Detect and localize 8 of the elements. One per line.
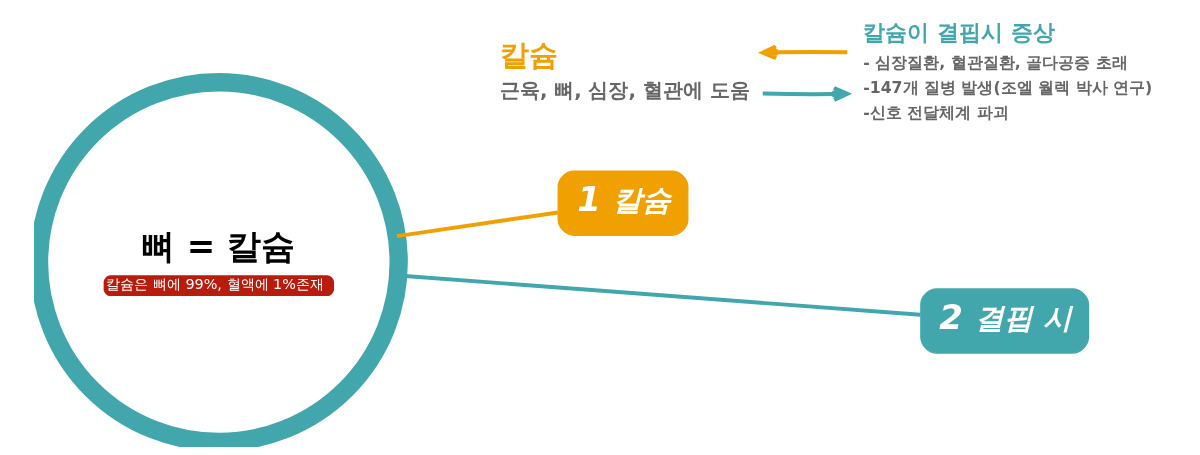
node-text: 칼슘이 결핍시 증상 - 심장질환, 혈관질환, 골다공증 초래 -147개 질병 발생(조엘 월렉 박사 연구) -신호 전달체계 파괴 bbox=[862, 19, 1152, 122]
node-circle: 뼈 = 칼슘 칼슘은 뼈에 99%, 혈액에 1%존재 bbox=[33, 73, 408, 447]
arrow bbox=[760, 44, 847, 61]
connector bbox=[396, 210, 558, 239]
node-box: 1 칼슘 bbox=[557, 170, 688, 236]
node-box: 2 결핍 시 bbox=[919, 288, 1089, 354]
arrow bbox=[762, 86, 849, 102]
node-text: 칼슘 근육, 뼈, 심장, 혈관에 도움 bbox=[499, 38, 750, 103]
